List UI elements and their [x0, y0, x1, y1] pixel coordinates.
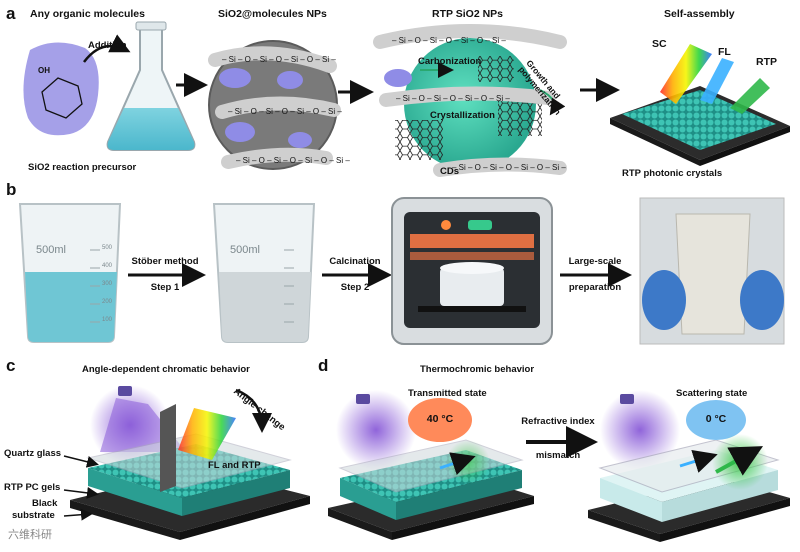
- panel-d-title: Thermochromic behavior: [420, 364, 535, 375]
- panel-c-letter: c: [6, 356, 16, 375]
- title-self-assembly: Self-assembly: [664, 8, 735, 20]
- chain-text-b1: – Si – O – Si – O – Si – O – Si –: [392, 36, 506, 45]
- tick-200: 200: [102, 299, 113, 305]
- beaker1-volume-label: 500ml: [36, 244, 66, 256]
- watermark: 六维科研: [8, 529, 52, 541]
- temp-cold-label: 0 °C: [705, 413, 727, 425]
- title-any-organic-molecules: Any organic molecules: [30, 8, 145, 20]
- panel-c-title: Angle-dependent chromatic behavior: [82, 364, 250, 375]
- sc-label: SC: [652, 38, 667, 50]
- calcination-label: Calcination: [329, 256, 381, 267]
- scattering-state-label: Scattering state: [676, 388, 748, 399]
- tick-300: 300: [102, 281, 113, 287]
- mismatch-label: mismatch: [535, 450, 581, 461]
- large-scale-label: Large-scale: [568, 256, 622, 267]
- crystallization-label: Crystallization: [430, 110, 495, 121]
- tick-500: 500: [102, 245, 113, 251]
- tick-400: 400: [102, 263, 113, 269]
- chain-text-a1: – Si – O – Si – O – Si – O – Si –: [222, 55, 336, 64]
- tick-100: 100: [102, 317, 113, 323]
- step1-label: Step 1: [150, 282, 180, 293]
- oh-label: OH: [38, 66, 50, 75]
- cds-label: CDs: [440, 166, 460, 177]
- chain-text-a2: – Si – O – Si – O – Si – O – Si –: [228, 107, 342, 116]
- temp-hot-label: 40 °C: [426, 413, 454, 425]
- rtp-photonic-crystals-label: RTP photonic crystals: [622, 168, 723, 179]
- transmitted-state-label: Transmitted state: [408, 388, 487, 399]
- chain-text-b3: – Si – O – Si – O – Si – O – Si –: [452, 163, 566, 172]
- step2-label: Step 2: [340, 282, 370, 293]
- addition-label: Addition: [88, 40, 127, 51]
- black-label: Black: [32, 498, 58, 509]
- panel-d-letter: d: [318, 356, 329, 375]
- preparation-label: preparation: [568, 282, 622, 293]
- rtp-label: RTP: [756, 56, 777, 68]
- fl-label: FL: [718, 46, 731, 58]
- beaker2-volume-label: 500ml: [230, 244, 260, 256]
- substrate-label: substrate: [12, 510, 55, 521]
- carbonization-label: Carbonization: [418, 56, 482, 67]
- rtp-pc-gels-label: RTP PC gels: [4, 482, 61, 493]
- chain-text-b2: – Si – O – Si – O – Si – O – Si –: [396, 94, 510, 103]
- stober-method-label: Stöber method: [131, 256, 199, 267]
- precursor-label: SiO2 reaction precursor: [28, 162, 137, 173]
- quartz-glass-label: Quartz glass: [4, 448, 62, 459]
- title-sio2-molecules-nps: SiO2@molecules NPs: [218, 8, 327, 20]
- panel-a-letter: a: [6, 4, 16, 23]
- panel-b-letter: b: [6, 180, 17, 199]
- refractive-index-label: Refractive index: [521, 416, 595, 427]
- fl-and-rtp-label: FL and RTP: [208, 460, 261, 471]
- chain-text-a3: – Si – O – Si – O – Si – O – Si –: [236, 156, 350, 165]
- title-rtp-sio2-nps: RTP SiO2 NPs: [432, 8, 503, 20]
